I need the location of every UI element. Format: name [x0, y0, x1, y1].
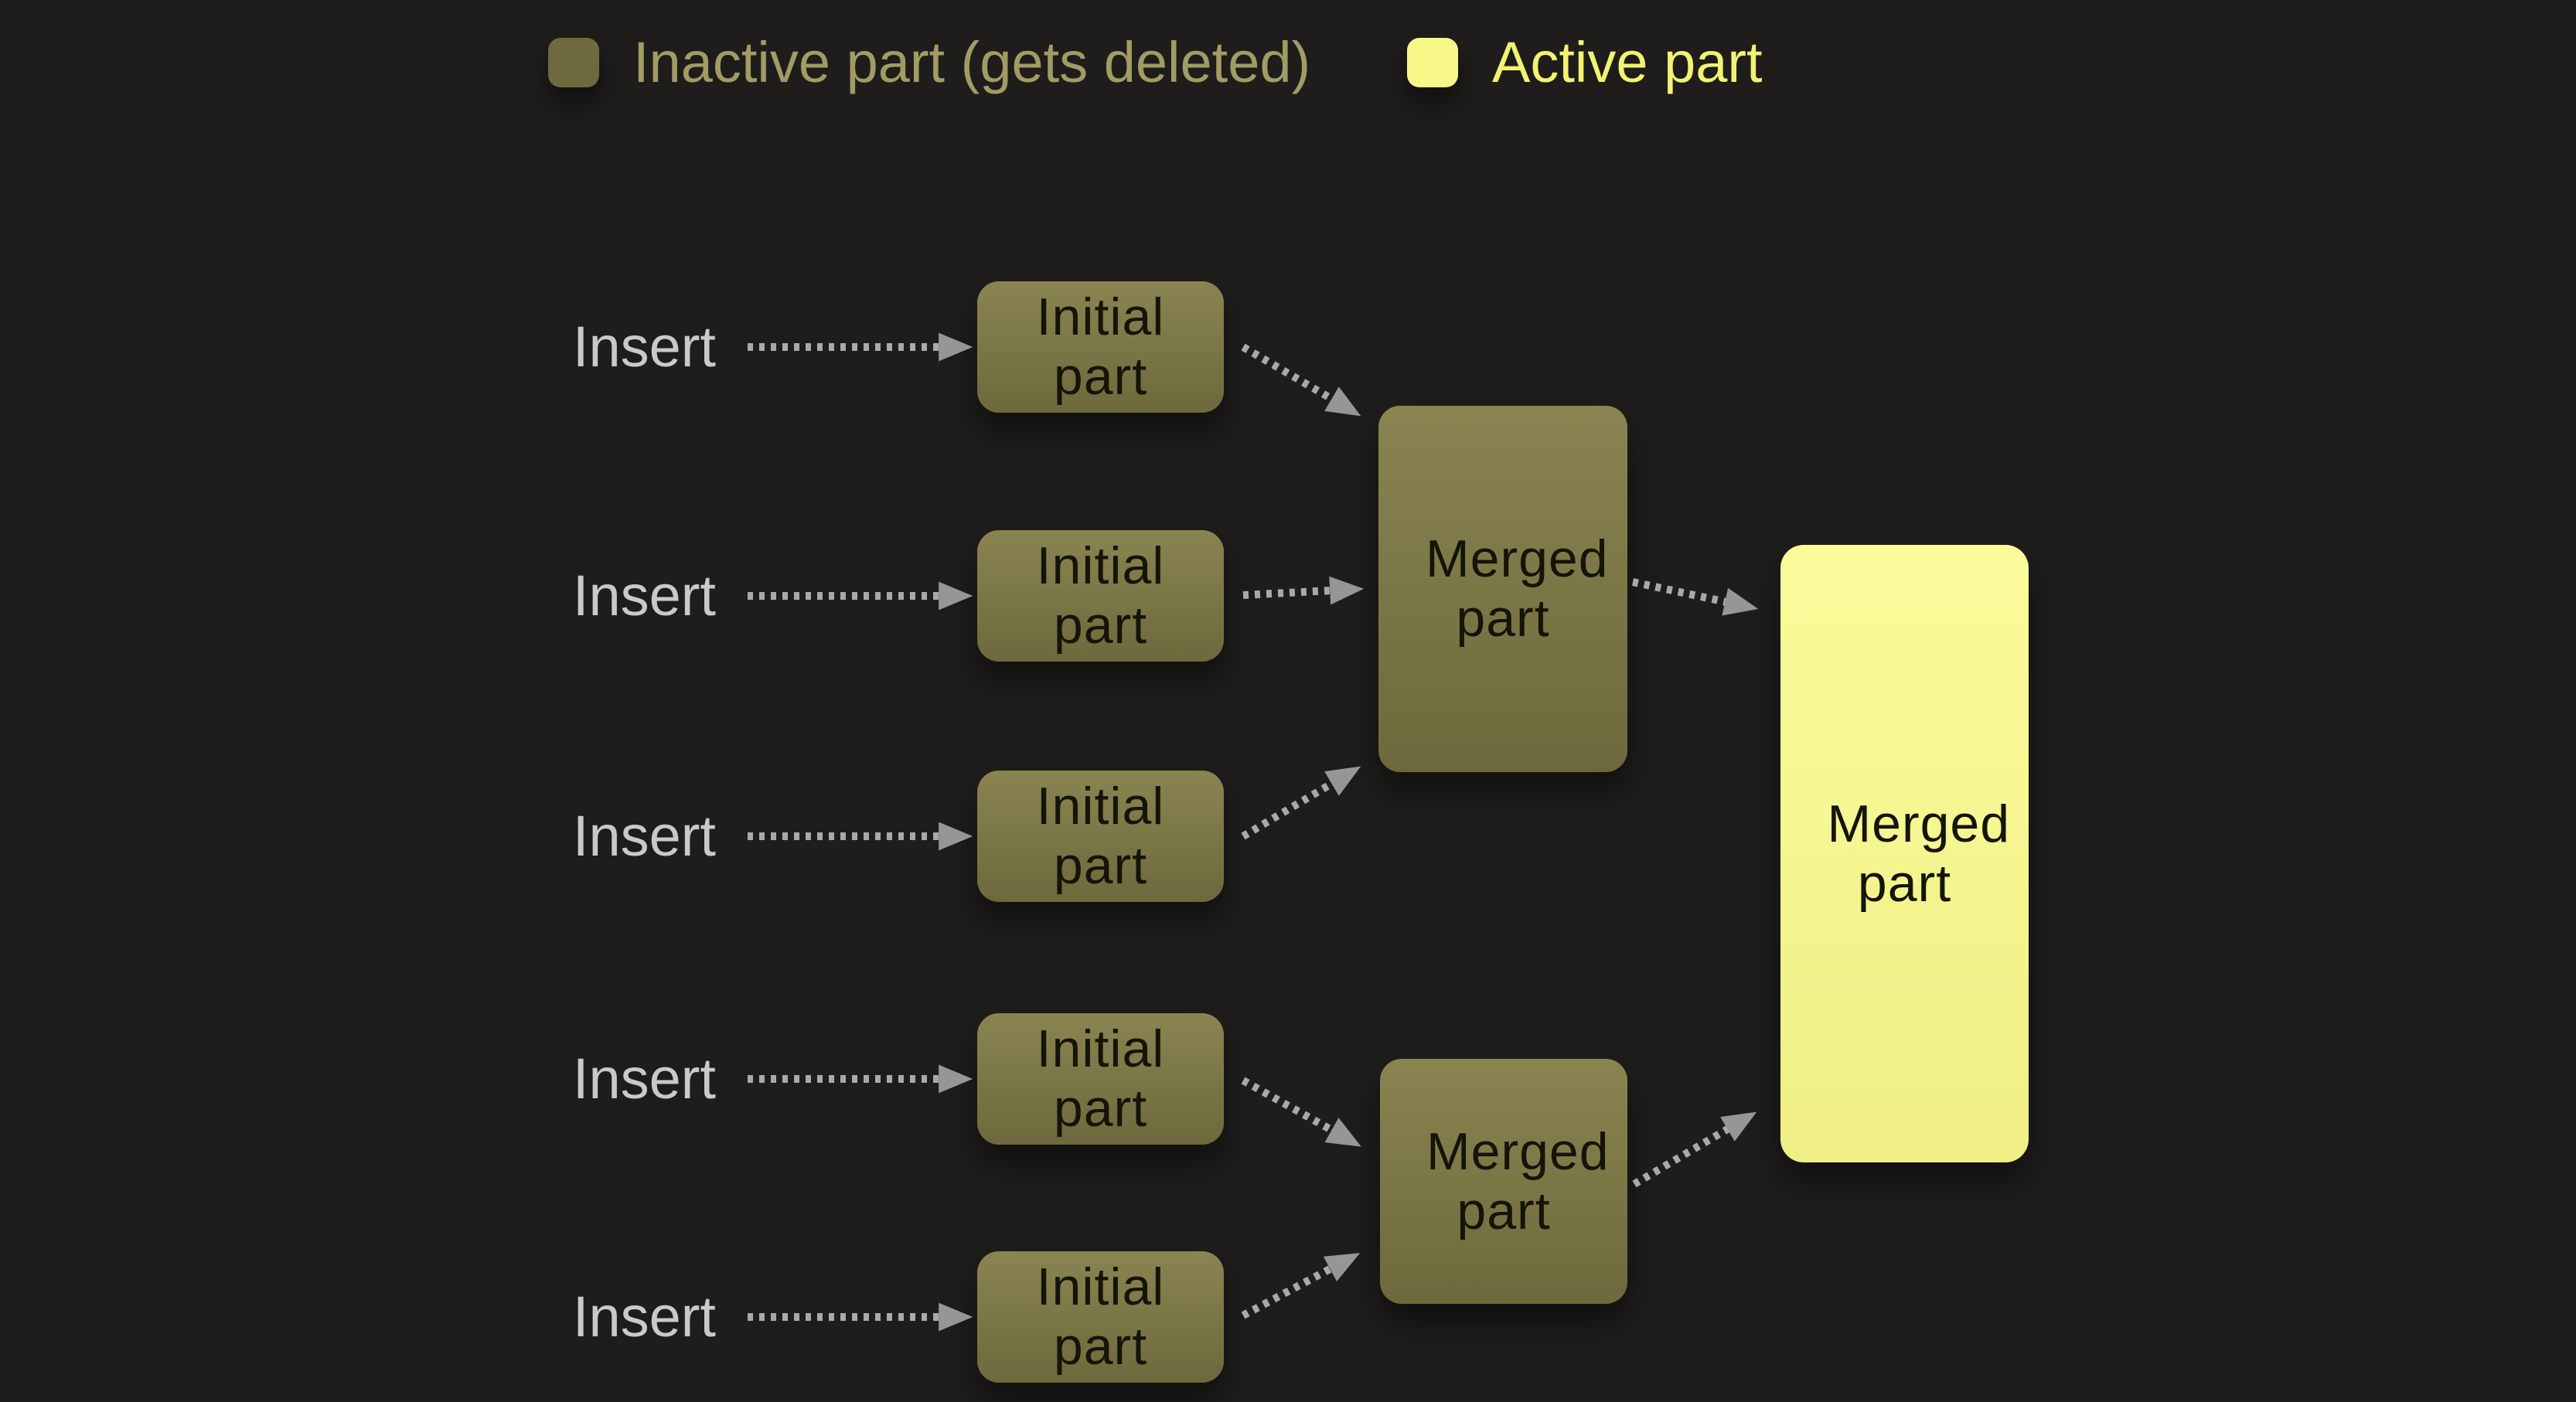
initial-part-box-4: Initial part	[977, 1013, 1224, 1145]
initial-part-box-2: Initial part	[977, 530, 1224, 662]
initial-part-label: Initial part	[1036, 536, 1165, 655]
initial-part-box-3: Initial part	[977, 771, 1224, 902]
merge-arrow-initial2-to-merged1	[1242, 576, 1365, 605]
inactive-part-swatch-icon	[548, 38, 599, 87]
insert-label-3: Insert	[572, 804, 716, 868]
merge-arrow-initial1-to-merged1	[1241, 343, 1361, 417]
insert-label-2: Insert	[572, 563, 716, 628]
merged-part-final-label: Merged part	[1827, 794, 2011, 913]
merge-arrow-initial5-to-merged2	[1241, 1253, 1361, 1319]
initial-part-box-1: Initial part	[977, 281, 1224, 413]
merge-arrow-merged2-to-final	[1632, 1111, 1757, 1188]
merged-part-label: Merged part	[1426, 529, 1609, 648]
merged-part-label: Merged part	[1426, 1121, 1610, 1240]
merge-arrow-merged1-to-final	[1631, 578, 1759, 616]
insert-label-5: Insert	[572, 1285, 716, 1349]
legend-active-label: Active part	[1492, 30, 1763, 94]
initial-part-box-5: Initial part	[977, 1251, 1224, 1383]
initial-part-label: Initial part	[1036, 1257, 1165, 1376]
merged-part-box-2: Merged part	[1380, 1059, 1627, 1304]
insert-label-1: Insert	[572, 315, 716, 379]
initial-part-label: Initial part	[1036, 777, 1165, 895]
merge-arrow-initial4-to-merged2	[1241, 1077, 1361, 1147]
initial-part-label: Initial part	[1036, 288, 1165, 406]
legend-item-inactive: Inactive part (gets deleted)	[548, 30, 1311, 94]
legend-item-active: Active part	[1407, 30, 1763, 94]
merge-arrow-initial3-to-merged1	[1241, 766, 1361, 840]
active-part-swatch-icon	[1407, 38, 1458, 87]
insert-label-4: Insert	[572, 1046, 716, 1111]
legend-inactive-label: Inactive part (gets deleted)	[633, 30, 1311, 94]
merged-part-box-final: Merged part	[1780, 545, 2029, 1162]
merged-part-box-1: Merged part	[1378, 406, 1627, 772]
initial-part-label: Initial part	[1036, 1019, 1165, 1138]
